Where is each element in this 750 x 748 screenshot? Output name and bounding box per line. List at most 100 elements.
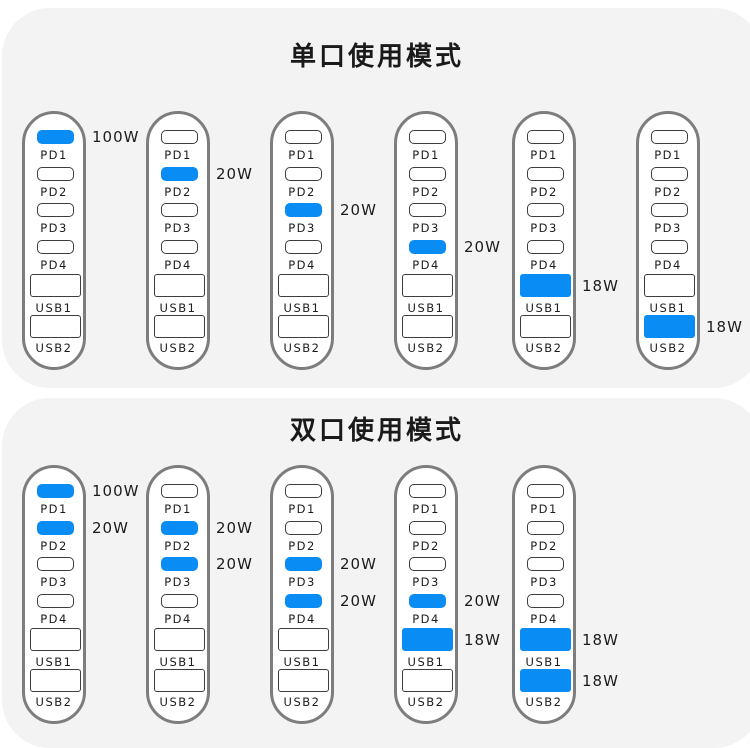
- usb-c-port-pd2: [651, 167, 688, 181]
- single-port-mode-panel: 单口使用模式: [2, 8, 750, 388]
- port-label-pd2: PD2: [654, 185, 682, 199]
- port-label-pd4: PD4: [654, 258, 682, 272]
- usb-a-port-usb2: [402, 669, 453, 692]
- power-output-label: 20W: [464, 238, 501, 256]
- usb-a-port-usb2: [30, 315, 81, 338]
- port-label-pd2: PD2: [40, 185, 68, 199]
- usb-c-port-pd1: [161, 484, 198, 498]
- usb-c-port-pd2: [161, 521, 198, 535]
- usb-c-port-pd2: [527, 521, 564, 535]
- port-label-pd2: PD2: [530, 539, 558, 553]
- port-label-pd3: PD3: [40, 221, 68, 235]
- port-label-usb1: USB1: [159, 301, 197, 315]
- port-label-pd4: PD4: [530, 612, 558, 626]
- usb-c-port-pd1: [409, 484, 446, 498]
- single-port-mode-title: 单口使用模式: [289, 42, 464, 72]
- port-label-pd2: PD2: [288, 539, 316, 553]
- port-label-usb1: USB1: [407, 301, 445, 315]
- port-label-pd3: PD3: [288, 575, 316, 589]
- usb-c-port-pd2: [37, 521, 74, 535]
- usb-c-port-pd3: [527, 203, 564, 217]
- dual-port-mode-panel: 双口使用模式: [2, 398, 750, 748]
- usb-c-port-pd3: [651, 203, 688, 217]
- port-label-usb1: USB1: [649, 301, 687, 315]
- usb-a-port-usb1: [154, 274, 205, 297]
- power-output-label: 18W: [464, 630, 501, 649]
- usb-c-port-pd3: [161, 557, 198, 571]
- port-label-pd4: PD4: [40, 258, 68, 272]
- port-label-usb1: USB1: [525, 655, 563, 669]
- port-label-pd1: PD1: [530, 502, 558, 516]
- usb-a-port-usb2: [278, 315, 329, 338]
- usb-c-port-pd4: [161, 594, 198, 608]
- port-label-pd3: PD3: [164, 575, 192, 589]
- port-label-usb1: USB1: [525, 301, 563, 315]
- usb-a-port-usb1: [278, 628, 329, 651]
- power-output-label: 20W: [340, 201, 377, 219]
- port-label-usb1: USB1: [407, 655, 445, 669]
- port-label-pd1: PD1: [530, 148, 558, 162]
- port-label-pd4: PD4: [530, 258, 558, 272]
- usb-c-port-pd4: [285, 594, 322, 608]
- port-label-usb1: USB1: [283, 301, 321, 315]
- usb-a-port-usb1: [402, 628, 453, 651]
- usb-a-port-usb2: [402, 315, 453, 338]
- usb-a-port-usb1: [402, 274, 453, 297]
- port-label-pd3: PD3: [164, 221, 192, 235]
- port-label-usb2: USB2: [525, 341, 563, 355]
- power-output-label: 100W: [92, 482, 140, 500]
- port-label-pd2: PD2: [412, 185, 440, 199]
- dual-port-mode-title: 双口使用模式: [289, 416, 464, 446]
- port-label-pd2: PD2: [412, 539, 440, 553]
- usb-c-port-pd3: [409, 203, 446, 217]
- port-label-usb1: USB1: [35, 655, 73, 669]
- usb-c-port-pd4: [527, 240, 564, 254]
- usb-c-port-pd1: [527, 484, 564, 498]
- port-label-pd4: PD4: [412, 258, 440, 272]
- port-label-pd1: PD1: [412, 148, 440, 162]
- usb-c-port-pd2: [527, 167, 564, 181]
- port-label-usb1: USB1: [35, 301, 73, 315]
- port-label-pd1: PD1: [164, 502, 192, 516]
- usb-c-port-pd2: [409, 167, 446, 181]
- usb-a-port-usb2: [644, 315, 695, 338]
- port-label-usb2: USB2: [159, 695, 197, 709]
- port-label-usb1: USB1: [159, 655, 197, 669]
- usb-c-port-pd4: [37, 240, 74, 254]
- usb-a-port-usb2: [520, 315, 571, 338]
- port-label-pd1: PD1: [288, 502, 316, 516]
- usb-c-port-pd2: [409, 521, 446, 535]
- usb-c-port-pd1: [285, 484, 322, 498]
- port-label-usb2: USB2: [283, 341, 321, 355]
- port-label-pd1: PD1: [40, 148, 68, 162]
- usb-c-port-pd4: [651, 240, 688, 254]
- usb-c-port-pd1: [409, 130, 446, 144]
- port-label-pd3: PD3: [530, 221, 558, 235]
- usb-a-port-usb2: [154, 669, 205, 692]
- power-output-label: 18W: [582, 276, 619, 295]
- usb-c-port-pd4: [37, 594, 74, 608]
- port-label-pd4: PD4: [164, 258, 192, 272]
- port-label-pd4: PD4: [288, 612, 316, 626]
- usb-c-port-pd3: [37, 203, 74, 217]
- port-label-usb2: USB2: [407, 695, 445, 709]
- usb-a-port-usb2: [520, 669, 571, 692]
- port-label-pd3: PD3: [412, 575, 440, 589]
- port-label-usb2: USB2: [35, 341, 73, 355]
- power-output-label: 20W: [216, 519, 253, 537]
- port-label-pd3: PD3: [530, 575, 558, 589]
- port-label-pd3: PD3: [288, 221, 316, 235]
- usb-a-port-usb1: [278, 274, 329, 297]
- usb-c-port-pd4: [409, 594, 446, 608]
- usb-c-port-pd3: [285, 557, 322, 571]
- power-output-label: 20W: [340, 592, 377, 610]
- port-label-pd3: PD3: [654, 221, 682, 235]
- usb-c-port-pd3: [285, 203, 322, 217]
- power-output-label: 20W: [216, 165, 253, 183]
- port-label-pd2: PD2: [40, 539, 68, 553]
- port-label-pd1: PD1: [40, 502, 68, 516]
